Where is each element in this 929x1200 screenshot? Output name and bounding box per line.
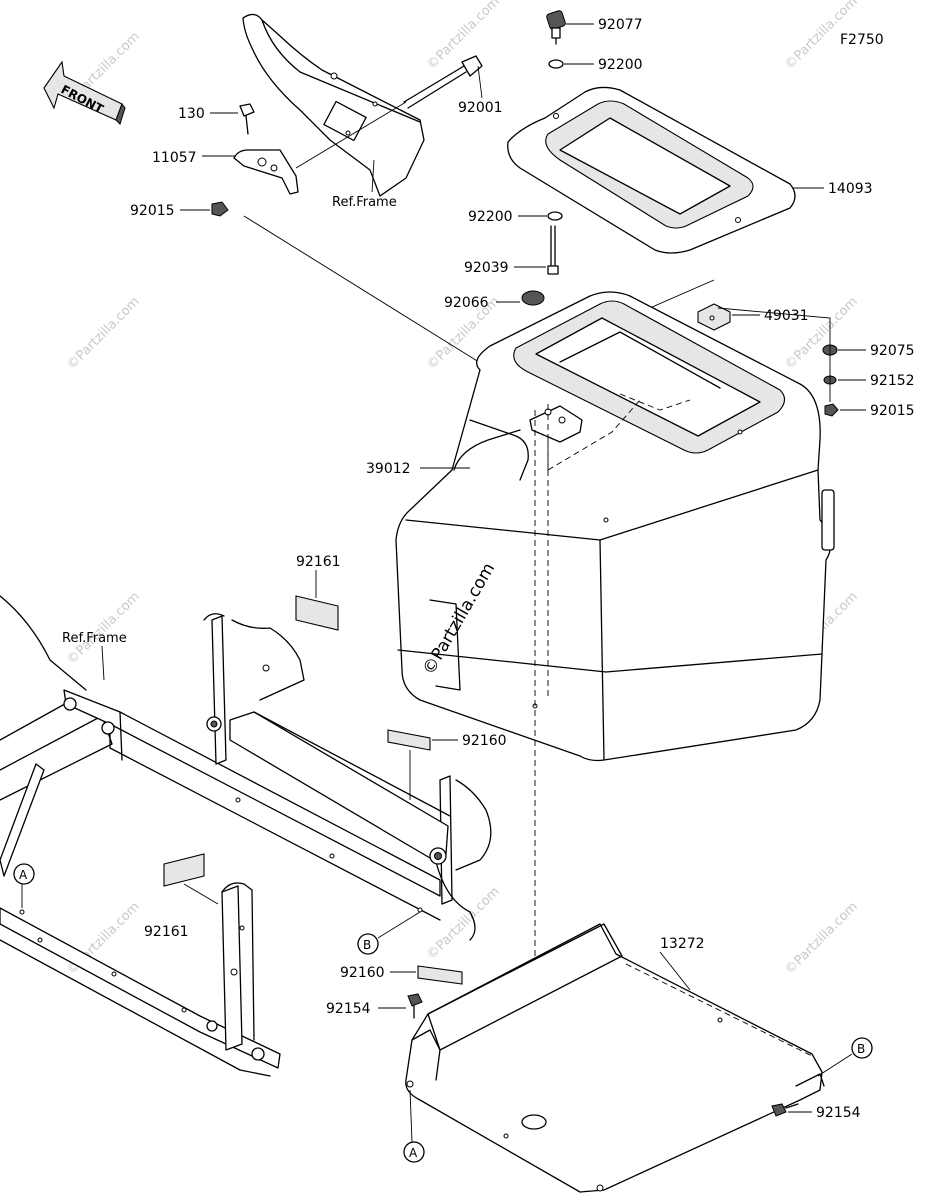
callout-92015-right: 92015 [870,403,915,419]
marker-b-mid-label: B [363,938,371,952]
bolt-92154-left [407,993,423,1019]
callout-92075: 92075 [870,343,915,359]
callout-92001: 92001 [458,100,503,116]
callout-92200-top: 92200 [598,57,643,73]
tray-13272 [405,923,825,1193]
callout-11057: 11057 [152,150,197,166]
watermark: ©Partzilla.com [782,899,861,978]
figure-code: F2750 [840,32,884,48]
watermark: ©Partzilla.com [424,884,503,963]
callout-92200-mid: 92200 [468,209,513,225]
key-92077 [546,10,566,45]
storage-box-39012 [395,291,835,762]
pin-92039 [547,225,559,275]
watermark: ©Partzilla.com [64,294,143,373]
callout-130: 130 [178,106,205,122]
callout-92154-right: 92154 [816,1105,861,1121]
washer-92200-top [548,59,564,69]
marker-a-left: A [13,863,35,908]
ref-frame-upper [242,13,425,197]
marker-a-bottom-label: A [409,1146,418,1160]
clip-49031 [697,303,731,331]
callout-92161-bottom: 92161 [144,924,189,940]
bolt-92154-right [771,1103,799,1117]
cap-92066 [521,290,545,306]
label-92161-top [295,595,339,631]
callout-13272: 13272 [660,936,705,952]
bolt-92001 [403,55,483,109]
ref-frame-lower [0,595,492,1077]
nut-92015-right [824,403,839,417]
callout-92160-low: 92160 [340,965,385,981]
watermark: ©Partzilla.com [64,589,143,668]
callout-92039: 92039 [464,260,509,276]
marker-a-bottom: A [403,1089,425,1163]
nut-92015-left [211,201,229,217]
callout-92160-mid: 92160 [462,733,507,749]
callout-92077: 92077 [598,17,643,33]
callout-92066: 92066 [444,295,489,311]
marker-b-right-label: B [857,1042,865,1056]
callout-92154-left: 92154 [326,1001,371,1017]
marker-b-right: B [817,1037,873,1077]
front-arrow-icon: FRONT [43,60,126,125]
lid-14093 [507,86,796,254]
callout-92152: 92152 [870,373,915,389]
watermark: ©Partzilla.com [782,294,861,373]
callout-14093: 14093 [828,181,873,197]
washer-92200-mid [547,211,563,221]
label-92161-bottom [163,853,205,887]
callout-92161-top: 92161 [296,554,341,570]
label-92160-low [417,965,463,985]
marker-b-mid: B [357,911,421,955]
ref-frame-label-top: Ref.Frame [332,195,397,210]
callout-92015-left: 92015 [130,203,175,219]
callout-49031: 49031 [764,308,809,324]
bolt-130 [239,103,255,135]
callout-39012: 39012 [366,461,411,477]
marker-a-left-label: A [19,868,28,882]
ref-frame-label-lower: Ref.Frame [62,631,127,646]
bracket-11057 [233,149,299,195]
label-92160-mid [387,729,431,751]
